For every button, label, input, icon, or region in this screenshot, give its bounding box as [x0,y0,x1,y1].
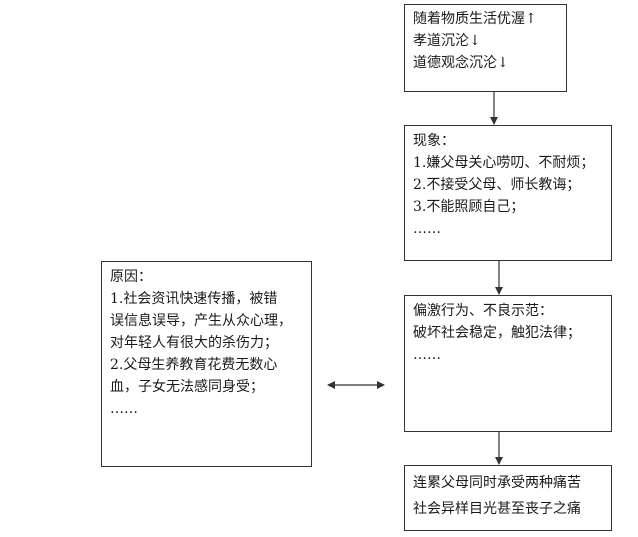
behavior-line-2: 破坏社会稳定，触犯法律； [413,325,581,341]
phenomenon-line-2: 1.嫌父母关心唠叨、不耐烦； [413,155,595,171]
cause-line-2: 1.社会资讯快速传播，被错 [110,291,278,307]
cause-line-3: 误信息误导，产生从众心理， [110,313,292,329]
cause-line-5: 2.父母生养教育花费无数心 [110,357,278,373]
phenomenon-line-5: …… [413,221,441,237]
cause-line-4: 对年轻人有很大的杀伤力； [110,335,278,351]
top-line-3: 道德观念沉沦↓ [413,55,509,71]
behavior-line-1: 偏激行为、不良示范： [413,303,553,319]
cause-line-7: …… [110,401,138,417]
behavior-box: 偏激行为、不良示范： 破坏社会稳定，触犯法律； …… [404,295,612,432]
cause-line-1: 原因： [110,269,152,285]
phenomenon-line-3: 2.不接受父母、师长教诲； [413,177,581,193]
result-line-2: 社会异样目光甚至丧子之痛 [413,501,581,517]
behavior-line-3: …… [413,347,441,363]
top-line-1: 随着物质生活优渥↑ [413,11,537,27]
result-box: 连累父母同时承受两种痛苦 社会异样目光甚至丧子之痛 [404,465,612,531]
phenomenon-box: 现象： 1.嫌父母关心唠叨、不耐烦； 2.不接受父母、师长教诲； 3.不能照顾自… [404,125,612,261]
top-line-2: 孝道沉沦↓ [413,33,481,49]
phenomenon-line-1: 现象： [413,133,455,149]
top-cause-box: 随着物质生活优渥↑ 孝道沉沦↓ 道德观念沉沦↓ [404,4,567,92]
result-line-1: 连累父母同时承受两种痛苦 [413,475,581,491]
cause-line-6: 血，子女无法感同身受； [110,379,264,395]
cause-box: 原因： 1.社会资讯快速传播，被错 误信息误导，产生从众心理， 对年轻人有很大的… [101,261,312,467]
phenomenon-line-4: 3.不能照顾自己； [413,199,525,215]
